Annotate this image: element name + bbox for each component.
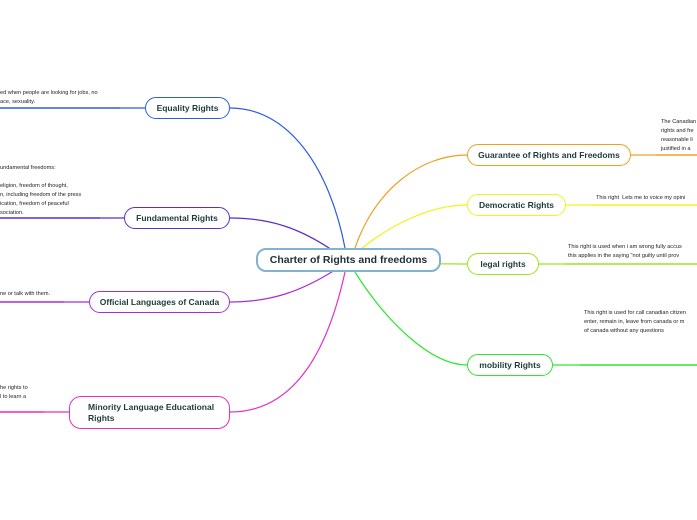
topic-minority-language-rights[interactable]: Minority Language Educational Rights (69, 396, 230, 429)
topic-label: Guarantee of Rights and Freedoms (478, 150, 620, 160)
central-topic[interactable]: Charter of Rights and freedoms (256, 248, 441, 272)
connector-mobility (354, 271, 468, 366)
topic-label: Equality Rights (156, 103, 219, 113)
topic-mobility-rights[interactable]: mobility Rights (467, 354, 553, 376)
topic-label: legal rights (480, 259, 526, 269)
connector-minority (229, 271, 346, 413)
topic-legal-rights[interactable]: legal rights (467, 253, 539, 275)
topic-label: Democratic Rights (478, 200, 555, 210)
connector-guarantee (354, 154, 468, 249)
note-official: ne or talk with them. (0, 291, 51, 297)
connector-equality (229, 107, 346, 249)
note-democratic: This right Lets me to voice my opini (596, 195, 686, 201)
note-fundamental: undamental freedoms: eligion, freedom of… (0, 165, 82, 216)
connector-fundamental (229, 217, 336, 253)
topic-democratic-rights[interactable]: Democratic Rights (467, 194, 566, 216)
topic-guarantee-of-rights[interactable]: Guarantee of Rights and Freedoms (467, 144, 631, 166)
note-minority: he rights to l to learn a (0, 385, 28, 400)
topic-label: mobility Rights (479, 360, 541, 370)
note-equality: ed when people are looking for jobs, no … (0, 90, 98, 105)
topic-official-languages[interactable]: Official Languages of Canada (89, 291, 230, 313)
topic-label: Fundamental Rights (136, 213, 218, 223)
central-topic-label: Charter of Rights and freedoms (269, 254, 428, 266)
note-mobility: This right is used for call canadian cit… (584, 310, 686, 334)
topic-label: Official Languages of Canada (99, 297, 220, 307)
topic-label: Minority Language Educational Rights (88, 401, 215, 423)
connector-official (229, 269, 336, 303)
topic-equality-rights[interactable]: Equality Rights (145, 97, 230, 119)
note-guarantee: The Canadian rights and fre reasonable l… (661, 119, 697, 152)
topic-fundamental-rights[interactable]: Fundamental Rights (124, 207, 230, 229)
note-legal: This right is used when i am wrong fully… (568, 244, 682, 259)
connector-democratic (359, 204, 468, 251)
